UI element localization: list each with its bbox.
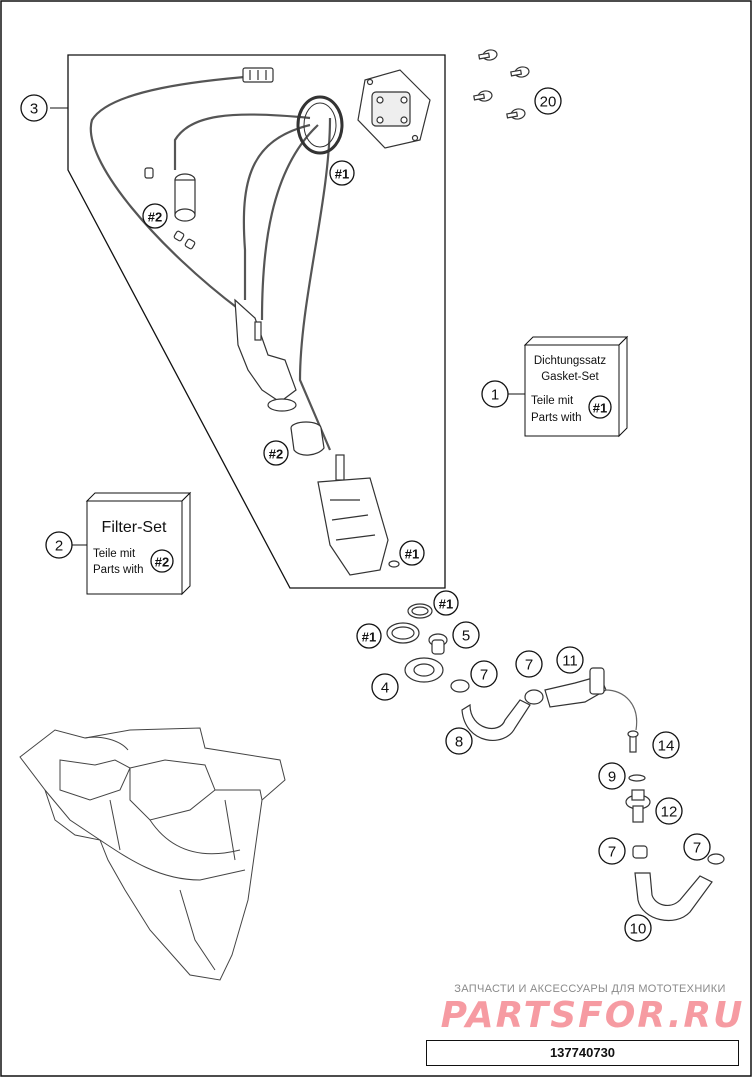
svg-text:9: 9 [608,769,616,786]
wire-connector [242,67,274,83]
gasket-box-line4: Parts with [531,412,582,424]
filter-box-ref: #2 [155,555,169,570]
gasket-box-line3: Teile mit [531,395,574,407]
callout-10[interactable]: 10 [624,914,652,942]
svg-text:7: 7 [693,840,701,857]
callout-7-a[interactable]: 7 [470,660,498,688]
svg-text:#1: #1 [439,597,453,612]
callout-14[interactable]: 14 [652,731,680,759]
ref-1-seal-upper[interactable]: #1 [433,590,459,616]
fuel-pump [317,454,400,576]
valve-parts [386,603,470,693]
svg-text:4: 4 [381,680,389,697]
quick-connector [544,667,638,731]
svg-text:10: 10 [630,921,647,938]
fittings [625,730,725,865]
svg-text:#2: #2 [269,447,283,462]
callout-12[interactable]: 12 [655,797,683,825]
svg-text:5: 5 [462,628,470,645]
small-filter [144,167,196,250]
callout-4[interactable]: 4 [371,673,399,701]
svg-text:#1: #1 [362,630,376,645]
callout-3[interactable]: 3 [20,94,48,122]
hose-10 [634,872,713,922]
callout-7-d[interactable]: 7 [683,833,711,861]
callout-9[interactable]: 9 [598,762,626,790]
hose-elbow-8 [461,689,544,741]
svg-text:20: 20 [540,94,557,111]
diagram-code: 137740730 [426,1040,739,1066]
callout-11[interactable]: 11 [556,646,584,674]
svg-text:7: 7 [525,657,533,674]
filter-box-line4: Parts with [93,564,144,576]
fuel-pump-hoses [89,73,332,451]
gasket-box-line1: Dichtungssatz [534,355,606,367]
svg-text:12: 12 [661,804,678,821]
svg-text:8: 8 [455,734,463,751]
watermark-logo: PARTSFOR.RU [440,995,745,1036]
ref-2-filter-sleeve[interactable]: #2 [263,440,289,466]
pump-flange [357,69,431,149]
svg-text:1: 1 [491,387,499,404]
svg-text:#2: #2 [148,210,162,225]
ref-1-flange[interactable]: #1 [329,160,355,186]
svg-text:#1: #1 [405,547,419,562]
svg-text:2: 2 [55,538,63,555]
callout-1[interactable]: 1 [481,380,509,408]
watermark-caption: ЗАПЧАСТИ И АКСЕССУАРЫ ДЛЯ МОТОТЕХНИКИ [454,983,726,995]
filter-box-title: Filter-Set [102,519,167,536]
gasket-box-ref: #1 [593,401,607,416]
screws [473,49,530,120]
leader-lines [72,393,525,546]
fuel-tank [19,727,286,981]
callout-7-c[interactable]: 7 [598,837,626,865]
filter-sleeve [290,421,325,456]
callout-20[interactable]: 20 [534,87,562,115]
flange-seal-ring [296,95,344,155]
callout-7-b[interactable]: 7 [515,650,543,678]
fuel-pump-assembly-outline [67,54,446,589]
ref-2-small-filter[interactable]: #2 [142,203,168,229]
callout-5[interactable]: 5 [452,621,480,649]
pressure-regulator [234,298,297,412]
ref-1-seal-lower[interactable]: #1 [356,623,382,649]
gasket-set-box: Dichtungssatz Gasket-Set Teile mit Parts… [523,335,629,438]
svg-text:14: 14 [658,738,675,755]
filter-box-line3: Teile mit [93,548,136,560]
ref-1-pump[interactable]: #1 [399,540,425,566]
svg-text:11: 11 [562,653,578,670]
svg-text:3: 3 [30,101,38,118]
svg-text:#1: #1 [335,167,349,182]
svg-text:7: 7 [480,667,488,684]
callout-2[interactable]: 2 [45,531,73,559]
filter-set-box: Filter-Set Teile mit Parts with #2 [85,491,192,596]
svg-text:7: 7 [608,844,616,861]
callout-8[interactable]: 8 [445,727,473,755]
gasket-box-line2: Gasket-Set [541,371,599,383]
